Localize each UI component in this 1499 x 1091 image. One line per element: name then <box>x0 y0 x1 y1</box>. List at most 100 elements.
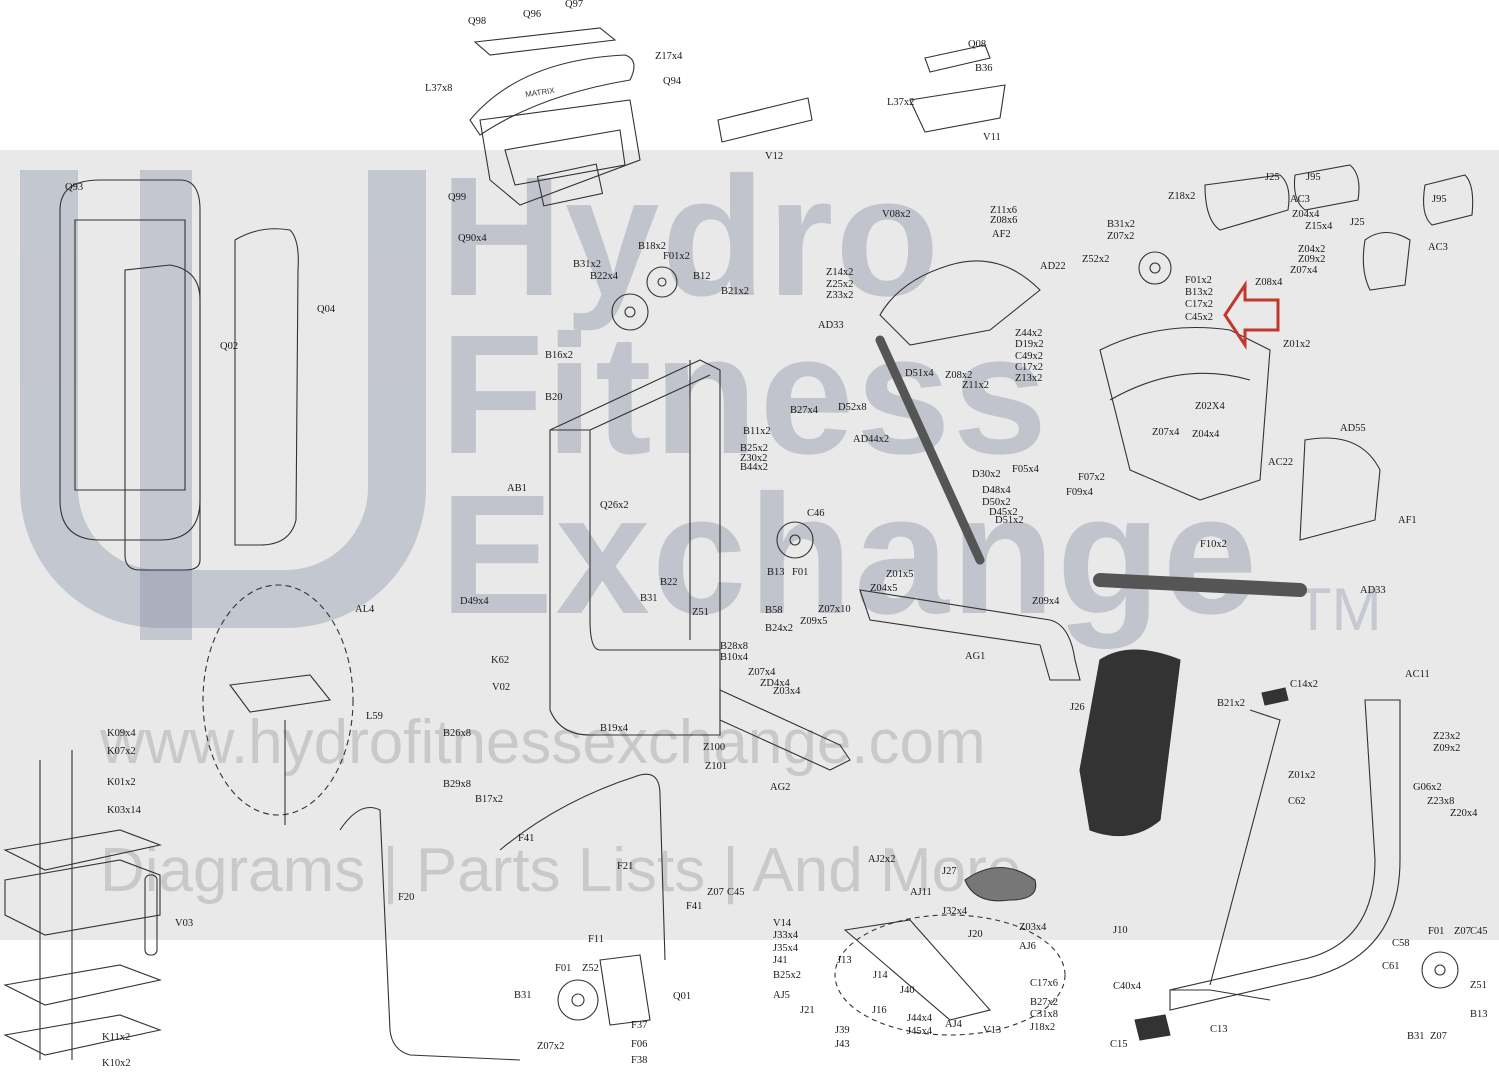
part-label-ad33b: AD33 <box>1360 585 1386 596</box>
rail-ag2 <box>719 689 851 771</box>
part-label-z52x2: Z52x2 <box>1082 254 1110 265</box>
part-label-b13x2: B13x2 <box>1185 287 1214 298</box>
part-label-b28x8: B28x8 <box>720 641 749 652</box>
pad-j27 <box>964 867 1037 902</box>
part-label-z14x2: Z14x2 <box>826 267 854 278</box>
part-label-q94: Q94 <box>663 76 682 87</box>
part-label-j25a: J25 <box>1265 172 1280 183</box>
part-label-b19x4: B19x4 <box>600 723 629 734</box>
part-label-v08x2: V08x2 <box>882 209 911 220</box>
part-label-z44x2: Z44x2 <box>1015 328 1043 339</box>
part-label-z11x2: Z11x2 <box>962 380 990 391</box>
arm-assembly <box>875 260 1381 597</box>
part-label-ac22: AC22 <box>1268 457 1294 468</box>
back-pad-j25 <box>1204 174 1290 231</box>
part-label-f20: F20 <box>398 892 415 903</box>
part-label-z23x8: Z23x8 <box>1427 796 1455 807</box>
part-label-z15x4: Z15x4 <box>1305 221 1333 232</box>
part-label-z11x6: Z11x6 <box>990 205 1018 216</box>
part-label-q98: Q98 <box>468 16 487 27</box>
part-label-ad44x2: AD44x2 <box>853 434 890 445</box>
rail-ag1 <box>859 589 1081 681</box>
part-label-j25b: J25 <box>1350 217 1365 228</box>
base-frame-ac11 <box>1169 699 1401 1011</box>
part-label-j26: J26 <box>1070 702 1085 713</box>
part-label-l59: L59 <box>366 711 383 722</box>
part-label-z07x2a: Z07x2 <box>1107 231 1135 242</box>
part-label-aj4: AJ4 <box>945 1019 962 1030</box>
part-label-b13a: B13 <box>767 567 785 578</box>
part-label-j44x4: J44x4 <box>907 1013 933 1024</box>
part-label-k09x4: K09x4 <box>107 728 136 739</box>
part-label-b24x2: B24x2 <box>765 623 794 634</box>
part-label-b21x2b: B21x2 <box>1217 698 1246 709</box>
part-label-c45x2: C45x2 <box>1185 312 1214 323</box>
part-label-al4: AL4 <box>355 604 375 615</box>
part-label-f11: F11 <box>588 934 604 945</box>
part-label-d51x4: D51x4 <box>905 368 934 379</box>
part-label-j20: J20 <box>968 929 983 940</box>
part-label-f38: F38 <box>631 1055 648 1066</box>
part-label-af2: AF2 <box>992 229 1011 240</box>
part-label-b20: B20 <box>545 392 563 403</box>
part-label-f01x2b: F01x2 <box>1185 275 1212 286</box>
part-label-j95b: J95 <box>1432 194 1447 205</box>
part-label-b27x2: B27x2 <box>1030 997 1059 1008</box>
part-label-k03x14: K03x14 <box>107 805 141 816</box>
part-label-f06: F06 <box>631 1039 648 1050</box>
part-label-b22x4: B22x4 <box>590 271 619 282</box>
part-label-z07x10: Z07x10 <box>818 604 851 615</box>
part-label-z03x4a: Z03x4 <box>773 686 801 697</box>
part-label-c17x2b: C17x2 <box>1185 299 1214 310</box>
part-label-b25x2: B25x2 <box>740 443 769 454</box>
part-label-z04x4a: Z04x4 <box>1292 209 1320 220</box>
watermark-url: www.hydrofitnessexchange.com <box>100 708 986 777</box>
shroud-q02 <box>124 264 201 571</box>
part-label-b10x4: B10x4 <box>720 652 749 663</box>
part-label-b31x2: B31x2 <box>573 259 602 270</box>
part-label-f10x2: F10x2 <box>1200 539 1227 550</box>
watermark-line3: Exchange <box>440 460 1260 650</box>
part-label-q99: Q99 <box>448 192 467 203</box>
part-label-z01x5: Z01x5 <box>886 569 914 580</box>
part-label-b31a: B31 <box>640 593 658 604</box>
part-label-c61: C61 <box>1382 961 1400 972</box>
part-label-j43: J43 <box>835 1039 850 1050</box>
part-label-d19x2: D19x2 <box>1015 339 1044 350</box>
part-label-z04x5: Z04x5 <box>870 583 898 594</box>
part-label-d30x2: D30x2 <box>972 469 1001 480</box>
part-label-z23x2: Z23x2 <box>1433 731 1461 742</box>
part-label-z07c: Z07 <box>1430 1031 1447 1042</box>
part-label-c58: C58 <box>1392 938 1410 949</box>
part-label-f05x4: F05x4 <box>1012 464 1039 475</box>
part-label-z07: Z07 <box>707 887 724 898</box>
part-label-z07x4b: Z07x4 <box>1152 427 1180 438</box>
linkage-aj11 <box>843 919 992 1021</box>
part-label-f01x2a: F01x2 <box>663 251 690 262</box>
part-label-c15: C15 <box>1110 1039 1128 1050</box>
part-label-q01: Q01 <box>673 991 692 1002</box>
part-label-b16x2: B16x2 <box>545 350 574 361</box>
callout-arrow <box>1223 280 1280 350</box>
part-label-b17x2: B17x2 <box>475 794 504 805</box>
part-label-z04x4b: Z04x4 <box>1192 429 1220 440</box>
part-label-b31x2b: B31x2 <box>1107 219 1136 230</box>
part-label-z51a: Z51 <box>692 607 709 618</box>
part-label-f41b: F41 <box>686 901 703 912</box>
part-label-c45b: C45 <box>1470 926 1488 937</box>
part-label-b31b: B31 <box>514 990 532 1001</box>
part-label-z18x2: Z18x2 <box>1168 191 1196 202</box>
part-label-c17x2a: C17x2 <box>1015 362 1044 373</box>
part-label-aj11: AJ11 <box>910 887 932 898</box>
part-label-b25x2b: B25x2 <box>773 970 802 981</box>
part-label-v11: V11 <box>983 132 1001 143</box>
part-label-aj6: AJ6 <box>1019 941 1036 952</box>
part-label-z07x4a: Z07x4 <box>1290 265 1318 276</box>
watermark-tm: TM <box>1295 576 1382 643</box>
part-label-ad22: AD22 <box>1040 261 1066 272</box>
pulley-6 <box>1421 951 1459 989</box>
part-label-j39: J39 <box>835 1025 850 1036</box>
part-label-j21: J21 <box>800 1005 815 1016</box>
pad-j95b <box>1423 174 1474 226</box>
